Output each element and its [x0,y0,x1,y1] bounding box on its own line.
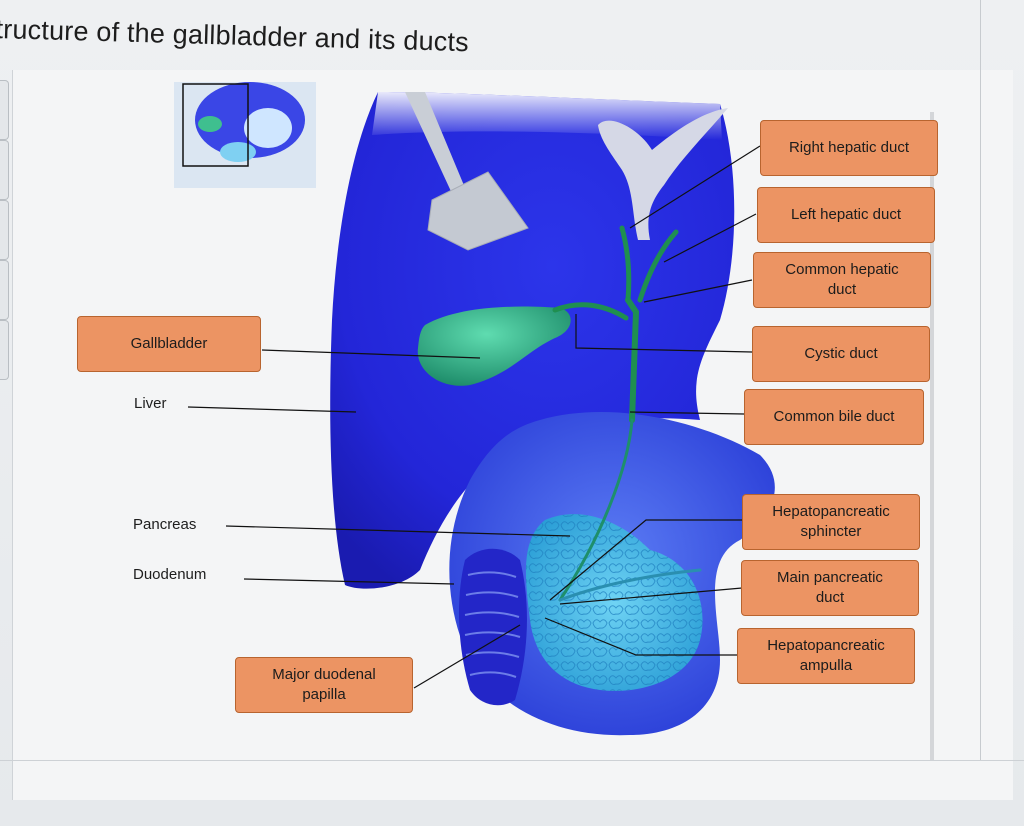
left-tab[interactable] [0,320,9,380]
label-right-hepatic-duct: Right hepatic duct [760,120,938,176]
label-liver: Liver [134,395,167,412]
label-duodenum: Duodenum [133,566,207,583]
left-tab[interactable] [0,260,9,320]
label-common-hepatic-duct: Common hepatic duct [753,252,931,308]
label-left-hepatic-duct: Left hepatic duct [757,187,935,243]
liver-ligaments [405,92,728,251]
panel-right-edge [930,112,934,760]
inset-thumbnail [174,82,316,188]
label-gallbladder: Gallbladder [77,316,261,372]
label-hepatopancreatic-ampulla: Hepatopancreatic ampulla [737,628,915,684]
biliary-ducts [552,225,702,602]
label-main-pancreatic-duct: Main pancreatic duct [741,560,919,616]
left-tab[interactable] [0,80,9,140]
outer-frame-edge [980,0,981,760]
label-major-duodenal-papilla: Major duodenal papilla [235,657,413,713]
pancreas [525,514,703,691]
label-pancreas: Pancreas [133,516,197,533]
leader-lines [187,145,761,689]
panel-bottom-edge [0,760,1024,761]
left-tab[interactable] [0,200,9,260]
label-cystic-duct: Cystic duct [752,326,930,382]
left-tab[interactable] [0,140,9,200]
label-hepatopancreatic-sphincter: Hepatopancreatic sphincter [742,494,920,550]
gallbladder [417,306,571,386]
label-common-bile-duct: Common bile duct [744,389,924,445]
